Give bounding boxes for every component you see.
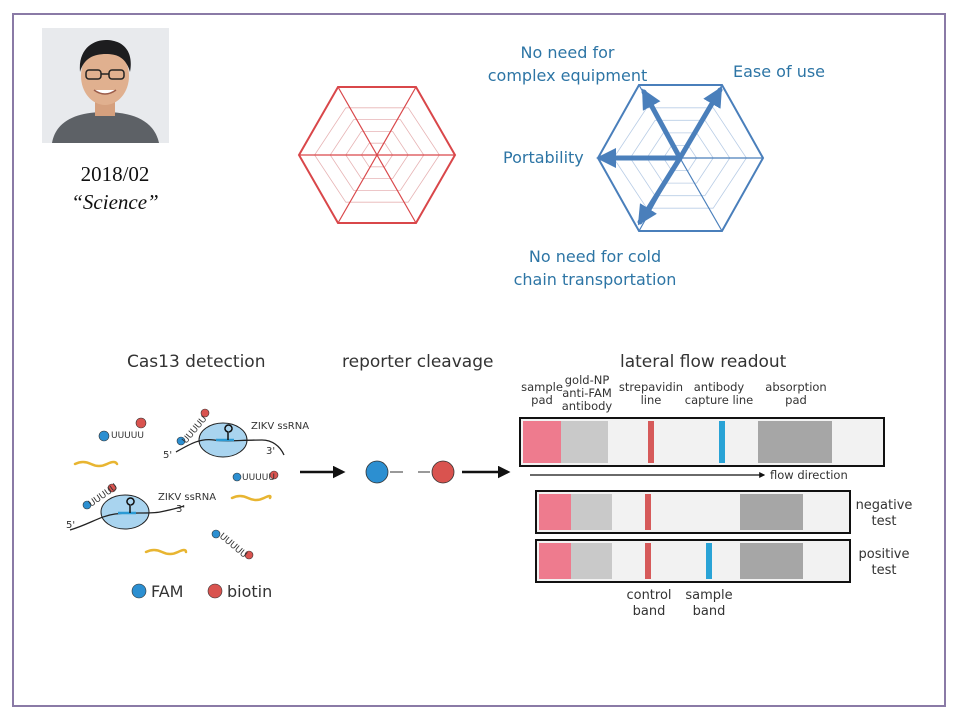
radar-label-equipment: No need for complex equipment [487,43,648,85]
reporter-molecule [232,470,279,482]
fam-legend-label: FAM [151,582,184,601]
biotin-legend-dot [207,583,223,599]
ssrna-label: ZIKV ssRNA [158,492,216,503]
radar-label-ease: Ease of use [733,62,826,81]
radar-label-portability: Portability [503,148,584,167]
absorption-pad-label: absorption pad [765,380,827,407]
cold-chain-axis-arrow [637,155,683,226]
lateral-flow-strip [519,417,885,467]
ease-axis-arrow [677,86,723,161]
control-band-label: control band [626,588,672,619]
equipment-axis-arrow [641,88,683,161]
reporter-molecule [176,408,210,446]
sample-pad-label: sample pad [521,380,563,407]
three-prime-label: 3' [266,446,275,457]
reporter-molecule [211,529,254,560]
five-prime-label: 5' [163,450,172,461]
journal-caption: “Science” [71,190,159,214]
flow-direction-label: flow direction [770,468,848,482]
three-prime-label: 3' [176,504,185,515]
reporter-sequence: UUUUU [217,532,249,561]
fam-legend-dot [131,583,147,599]
strepavidin-line-label: strepavidin line [618,380,684,407]
date-caption: 2018/02 [80,162,150,186]
ssrna-label: ZIKV ssRNA [251,421,309,432]
cleavage-heading: reporter cleavage [342,352,494,372]
negative-test-label: negative test [855,498,913,529]
reporter-sequence: UUUUU [111,431,144,441]
cas13-heading: Cas13 detection [127,352,266,372]
antibody-capture-line-label: antibody capture line [684,380,754,407]
gold-np-label: gold-NP anti-FAM antibody [561,373,613,413]
negative-test-strip [535,490,851,534]
reporter-molecule [98,417,147,442]
positive-test-strip [535,539,851,583]
portrait-photo [42,28,169,143]
biotin-legend-label: biotin [227,582,273,601]
radar-label-cold-chain: No need for cold chain transportation [513,247,677,289]
lateral-flow-heading: lateral flow readout [620,352,787,372]
reporter-molecule [82,483,117,510]
filled-radar-chart [596,84,765,232]
cas13-illustration: UUUUU UUUUU UUUUU UUUUU UUUUU ZIKV ssRNA… [66,408,309,561]
positive-test-label: positive test [858,547,910,578]
reporter-sequence: UUUUU [242,473,275,483]
five-prime-label: 5' [66,520,75,531]
empty-radar-chart [297,86,457,224]
cleaved-reporter [365,460,455,484]
slide-frame [12,13,946,707]
sample-band-label: sample band [685,588,733,619]
